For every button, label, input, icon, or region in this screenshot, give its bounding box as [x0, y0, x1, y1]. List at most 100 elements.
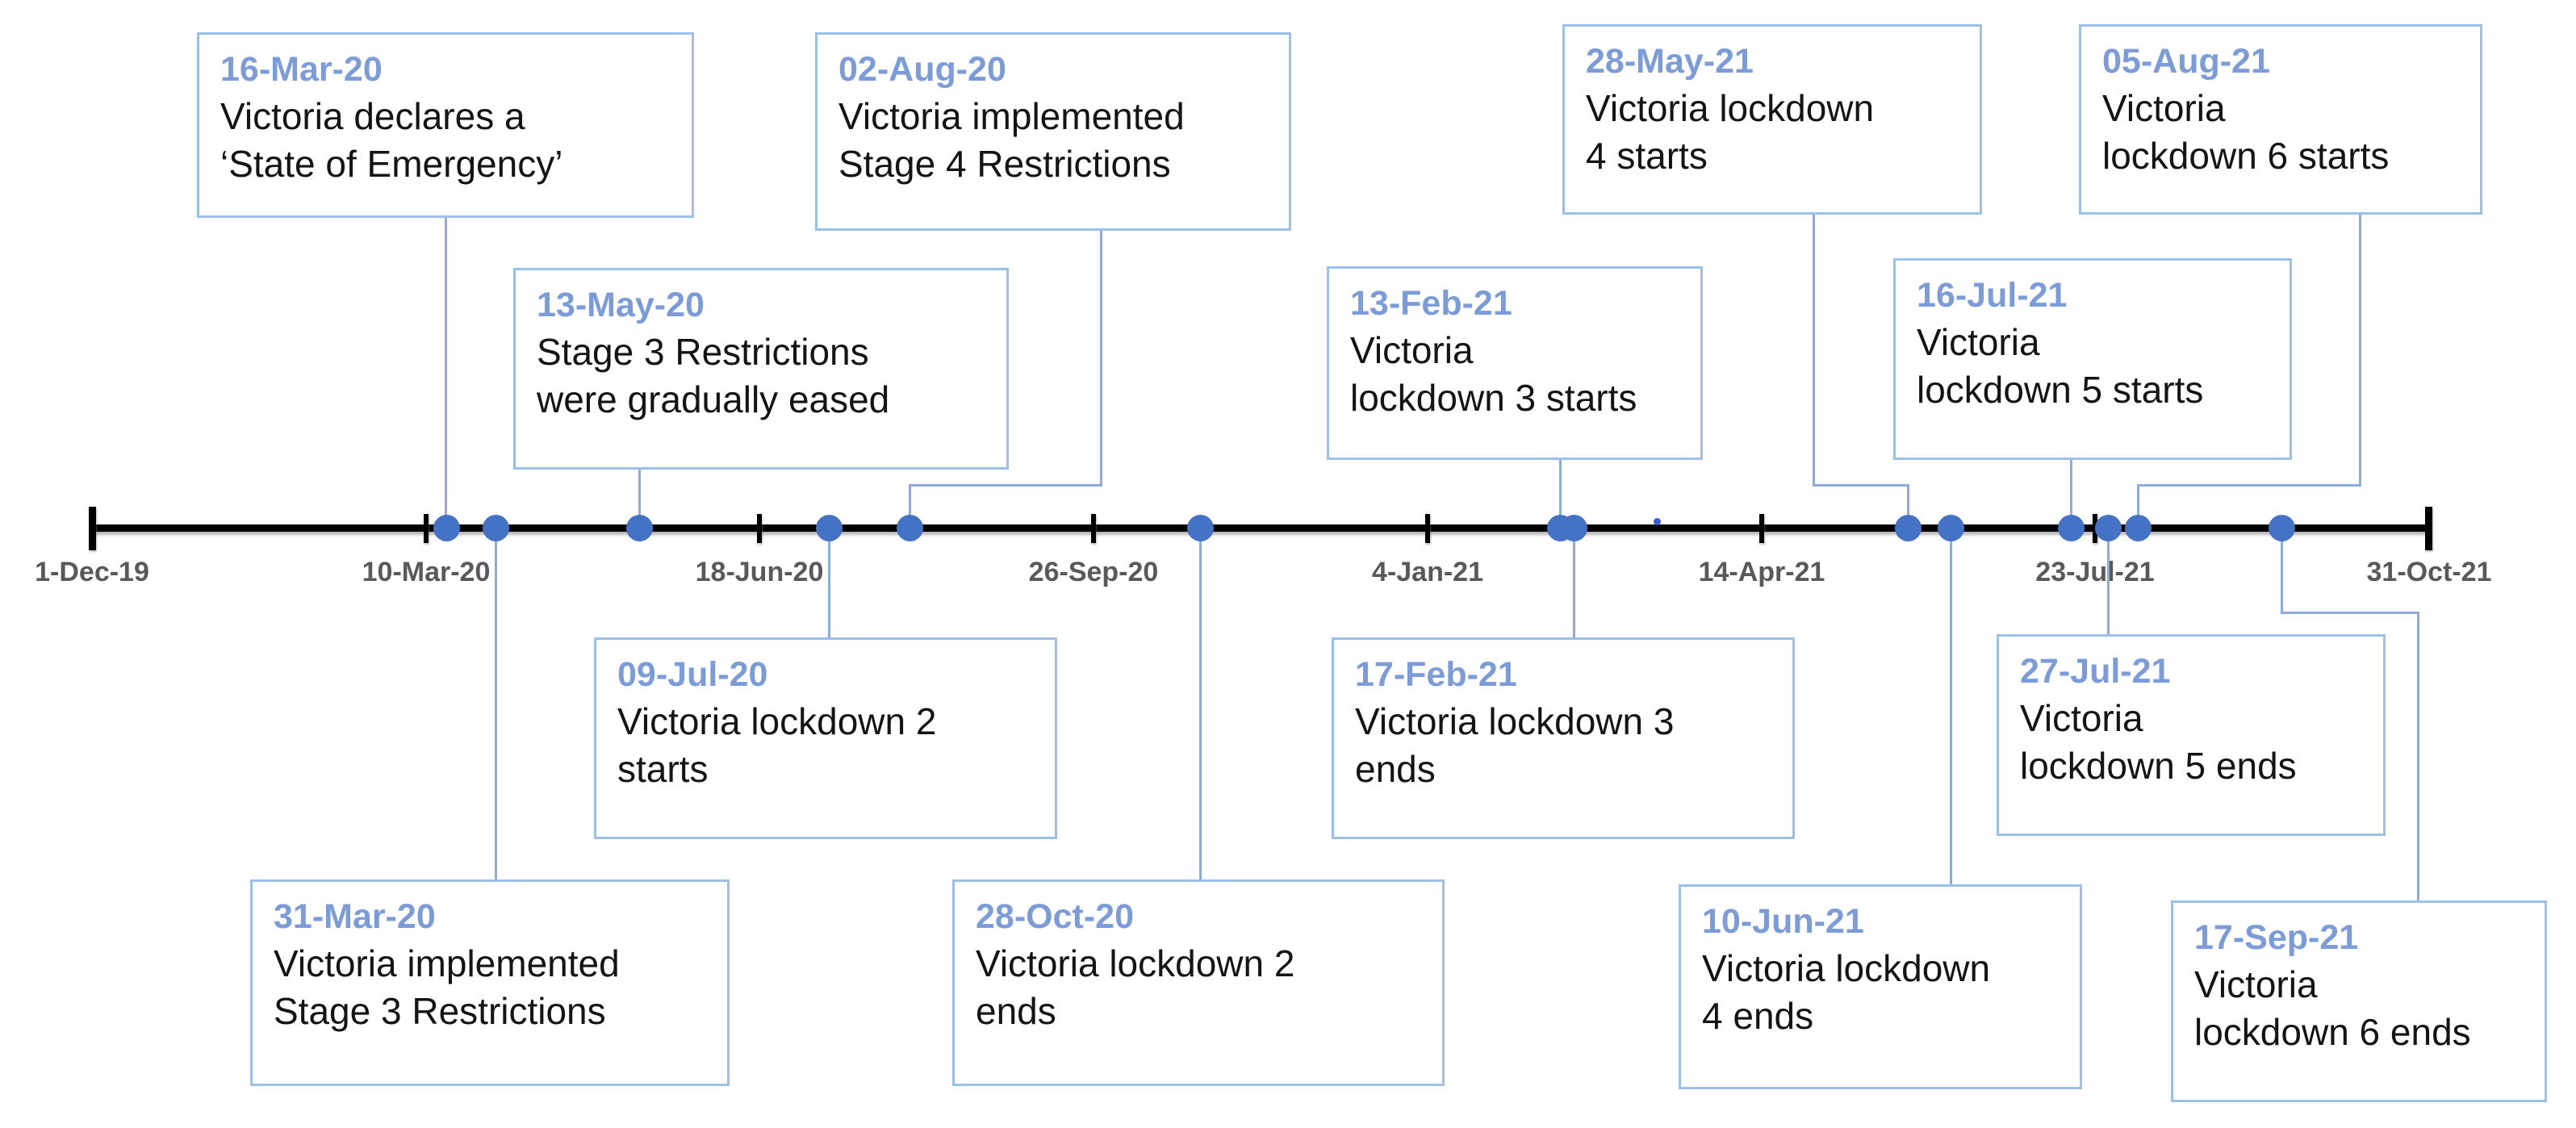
axis-tick-label: 10-Mar-20	[362, 557, 491, 587]
axis-tick-label: 4-Jan-21	[1372, 557, 1483, 587]
connector-16-jul-21	[2070, 460, 2072, 528]
connector-17-feb-21	[1573, 531, 1575, 637]
event-box-17-sep-21: 17-Sep-21 Victoria lockdown 6 ends	[2171, 900, 2547, 1102]
event-box-17-feb-21: 17-Feb-21 Victoria lockdown 3 ends	[1332, 637, 1795, 839]
event-marker-17-feb-21	[1561, 515, 1587, 541]
axis-tick	[1425, 514, 1430, 543]
axis-endcap-left	[89, 507, 96, 550]
event-marker-31-mar-20	[483, 515, 509, 541]
axis-tick	[1759, 514, 1764, 543]
event-text-line: Stage 3 Restrictions	[537, 330, 869, 373]
event-date: 10-Jun-21	[1702, 902, 1864, 941]
event-text-line: Victoria	[1350, 328, 1474, 371]
event-date: 02-Aug-20	[838, 50, 1006, 89]
event-text-line: lockdown 5 ends	[2020, 744, 2297, 787]
axis-tick	[757, 514, 762, 543]
connector-28-oct-20	[1199, 531, 1202, 879]
event-date: 17-Sep-21	[2194, 918, 2359, 957]
event-text-line: lockdown 5 starts	[1917, 368, 2204, 411]
event-text-line: Victoria declares a	[220, 94, 525, 137]
connector-17-sep-21	[2281, 531, 2283, 612]
axis-tick-label: 23-Jul-21	[2035, 557, 2155, 587]
event-text-line: were gradually eased	[537, 378, 890, 420]
event-marker-05-aug-21	[2125, 515, 2152, 541]
event-marker-27-jul-21	[2095, 515, 2122, 541]
event-box-16-jul-21: 16-Jul-21 Victoria lockdown 5 starts	[1893, 258, 2292, 460]
event-text-line: ends	[1355, 747, 1436, 790]
event-text-line: Victoria implemented	[838, 94, 1185, 137]
axis-tick	[1091, 514, 1096, 543]
event-text-line: Victoria	[2102, 86, 2226, 129]
event-marker-13-may-20	[626, 515, 653, 541]
event-text-line: Stage 4 Restrictions	[838, 142, 1171, 185]
connector-02-aug-20	[1100, 231, 1102, 486]
event-text-line: Victoria	[1917, 320, 2040, 363]
event-box-31-mar-20: 31-Mar-20 Victoria implemented Stage 3 R…	[250, 879, 730, 1086]
event-marker-09-jul-20	[816, 515, 843, 541]
axis-tick-label: 18-Jun-20	[695, 557, 824, 587]
connector-05-aug-21	[2137, 484, 2139, 528]
event-text-line: Victoria	[2020, 696, 2143, 739]
event-text-line: ends	[976, 989, 1056, 1032]
event-marker-28-may-21	[1895, 515, 1922, 541]
event-text-line: starts	[617, 747, 709, 790]
axis-endcap-right	[2425, 507, 2432, 550]
axis-tick-label: 31-Oct-21	[2366, 557, 2492, 587]
connector-05-aug-21	[2359, 215, 2361, 486]
event-text-line: Victoria lockdown 2	[617, 700, 937, 742]
axis-tick-label: 26-Sep-20	[1028, 557, 1159, 587]
connector-13-may-20	[638, 470, 641, 528]
event-box-27-jul-21: 27-Jul-21 Victoria lockdown 5 ends	[1997, 634, 2386, 836]
connector-17-sep-21	[2417, 612, 2419, 900]
event-box-05-aug-21: 05-Aug-21 Victoria lockdown 6 starts	[2079, 24, 2482, 215]
event-text-line: lockdown 3 starts	[1350, 376, 1637, 419]
connector-10-jun-21	[1950, 531, 1952, 884]
event-date: 28-Oct-20	[976, 897, 1134, 936]
event-text-line: Victoria lockdown 3	[1355, 700, 1675, 742]
connector-28-may-21	[1813, 484, 1909, 487]
event-text-line: Victoria	[2194, 963, 2318, 1005]
connector-31-mar-20	[495, 531, 497, 879]
event-box-02-aug-20: 02-Aug-20 Victoria implemented Stage 4 R…	[815, 32, 1291, 231]
event-marker-16-jul-21	[2058, 515, 2085, 541]
connector-09-jul-20	[828, 531, 830, 637]
event-box-28-oct-20: 28-Oct-20 Victoria lockdown 2 ends	[952, 879, 1445, 1086]
event-marker-10-jun-21	[1938, 515, 1964, 541]
event-box-16-mar-20: 16-Mar-20 Victoria declares a ‘State of …	[197, 32, 694, 218]
event-text-line: Victoria lockdown 2	[976, 942, 1295, 984]
event-marker-17-sep-21	[2269, 515, 2295, 541]
event-box-13-feb-21: 13-Feb-21 Victoria lockdown 3 starts	[1327, 266, 1703, 460]
event-marker-28-oct-20	[1187, 515, 1214, 541]
event-date: 16-Mar-20	[220, 50, 383, 89]
event-box-13-may-20: 13-May-20 Stage 3 Restrictions were grad…	[513, 268, 1009, 470]
connector-02-aug-20	[909, 484, 1102, 487]
timeline-axis	[92, 524, 2429, 532]
stray-dot	[1654, 518, 1661, 525]
connector-28-may-21	[1813, 215, 1815, 486]
connector-28-may-21	[1907, 484, 1909, 528]
event-text-line: Stage 3 Restrictions	[274, 989, 606, 1032]
event-text-line: Victoria implemented	[274, 942, 620, 984]
event-date: 28-May-21	[1586, 42, 1754, 81]
connector-05-aug-21	[2137, 484, 2361, 487]
event-marker-02-aug-20	[897, 515, 923, 541]
event-date: 09-Jul-20	[617, 655, 768, 694]
connector-27-jul-21	[2107, 531, 2110, 634]
connector-16-mar-20	[445, 218, 447, 526]
event-date: 27-Jul-21	[2020, 652, 2171, 691]
axis-tick-label: 1-Dec-19	[35, 557, 149, 587]
event-marker-16-mar-20	[433, 515, 460, 541]
axis-tick	[424, 514, 429, 543]
event-box-09-jul-20: 09-Jul-20 Victoria lockdown 2 starts	[594, 637, 1057, 839]
event-text-line: lockdown 6 starts	[2102, 134, 2390, 177]
event-date: 17-Feb-21	[1355, 655, 1517, 694]
connector-02-aug-20	[909, 484, 911, 528]
event-date: 05-Aug-21	[2102, 42, 2270, 81]
event-box-10-jun-21: 10-Jun-21 Victoria lockdown 4 ends	[1679, 884, 2082, 1089]
event-text-line: 4 starts	[1586, 134, 1708, 177]
event-date: 13-Feb-21	[1350, 284, 1512, 323]
connector-17-sep-21	[2281, 612, 2419, 614]
event-text-line: 4 ends	[1702, 994, 1814, 1037]
event-text-line: lockdown 6 ends	[2194, 1010, 2471, 1053]
